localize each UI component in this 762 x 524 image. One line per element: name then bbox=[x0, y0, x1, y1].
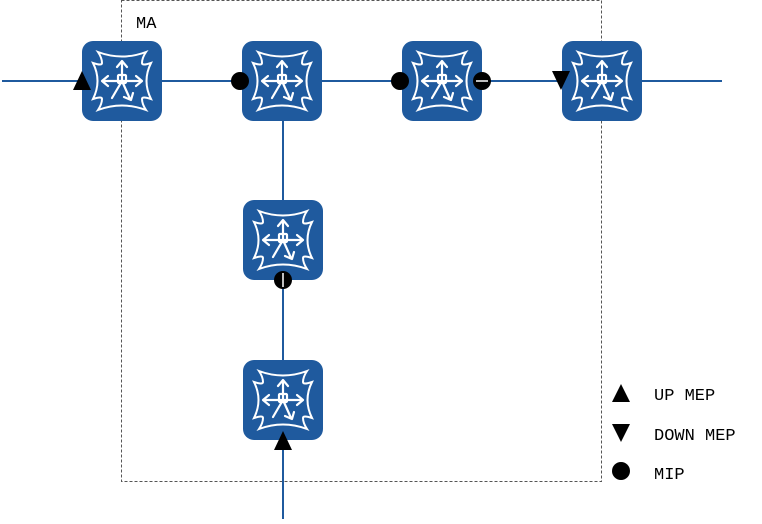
legend-down-mep-label: DOWN MEP bbox=[654, 427, 736, 446]
switch-icon bbox=[560, 39, 644, 123]
up-mep-marker bbox=[274, 431, 292, 450]
down-mep-legend-icon bbox=[612, 424, 630, 442]
ma-label: MA bbox=[136, 15, 157, 34]
switch-icon bbox=[241, 358, 325, 442]
mip-marker bbox=[231, 72, 249, 90]
links bbox=[2, 80, 722, 519]
mip-marker bbox=[391, 72, 409, 90]
legend-up-mep-label: UP MEP bbox=[654, 387, 715, 406]
switch-icon bbox=[400, 39, 484, 123]
switch-icon bbox=[240, 39, 324, 123]
up-mep-marker bbox=[73, 71, 91, 90]
legend-mip-label: MIP bbox=[654, 466, 685, 485]
legend: UP MEP DOWN MEP MIP bbox=[612, 384, 736, 485]
ma-boundary bbox=[121, 0, 602, 482]
mip-legend-icon bbox=[612, 462, 630, 480]
switch-icon bbox=[80, 39, 164, 123]
switch-icon bbox=[241, 198, 325, 282]
down-mep-marker bbox=[552, 71, 570, 90]
up-mep-legend-icon bbox=[612, 384, 630, 402]
